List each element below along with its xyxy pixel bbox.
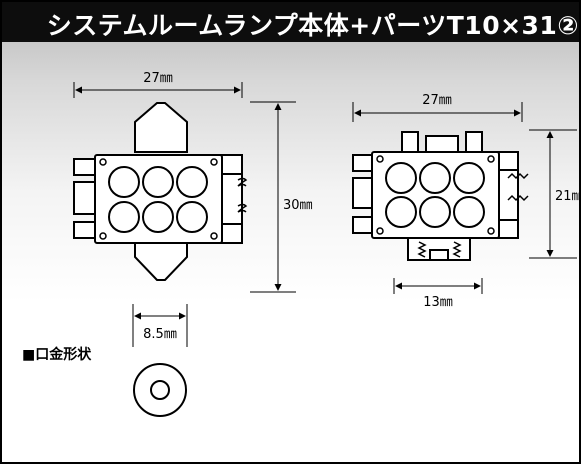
right-lamp-drawing [352, 131, 529, 261]
base-width-label: 8.5㎜ [143, 327, 177, 342]
top-tab-left [401, 131, 419, 153]
bottom-tab [134, 241, 188, 281]
right-height-dimension [529, 129, 577, 259]
right-bottom-label: 13㎜ [423, 295, 453, 310]
bottom-notch [429, 249, 449, 261]
left-width-label: 27㎜ [143, 71, 173, 86]
spring-upper [237, 177, 248, 187]
side-spring-lower [507, 194, 529, 202]
top-tab-right [465, 131, 483, 153]
base-shape-label: ■口金形状 [22, 346, 92, 363]
right-width-label: 27㎜ [422, 93, 452, 108]
right-led-4 [385, 196, 417, 228]
right-led-1 [385, 162, 417, 194]
title-bar: システムルームランプ本体+パーツT10×31② [2, 2, 579, 42]
right-led-3 [453, 162, 485, 194]
base-width-dimension [132, 304, 188, 347]
right-led-5 [419, 196, 451, 228]
right-led-2 [419, 162, 451, 194]
right-width-dimension [352, 102, 523, 122]
left-height-dimension [250, 101, 296, 293]
led-2 [142, 166, 174, 198]
base-inner-ring [150, 380, 170, 400]
bottom-spring-right [452, 241, 462, 258]
led-1 [108, 166, 140, 198]
led-5 [142, 201, 174, 233]
right-connector [219, 154, 243, 244]
top-tab [134, 102, 188, 153]
side-spring-upper [507, 172, 529, 180]
left-width-dimension [73, 82, 243, 98]
led-6 [176, 201, 208, 233]
base-shape-drawing [133, 363, 187, 417]
page-title: システムルームランプ本体+パーツT10×31② [46, 11, 579, 40]
top-tab-center [425, 135, 459, 153]
spring-lower [237, 203, 248, 213]
right-bottom-dimension [393, 278, 483, 294]
led-4 [108, 201, 140, 233]
technical-drawing: 27㎜ 30㎜ 8.5㎜ ■口金形状 [22, 71, 581, 417]
left-lamp-drawing [73, 102, 248, 281]
left-height-label: 30㎜ [283, 198, 313, 213]
led-3 [176, 166, 208, 198]
right-led-6 [453, 196, 485, 228]
bottom-spring-left [417, 241, 427, 258]
right-height-label: 21㎜ [555, 189, 581, 204]
